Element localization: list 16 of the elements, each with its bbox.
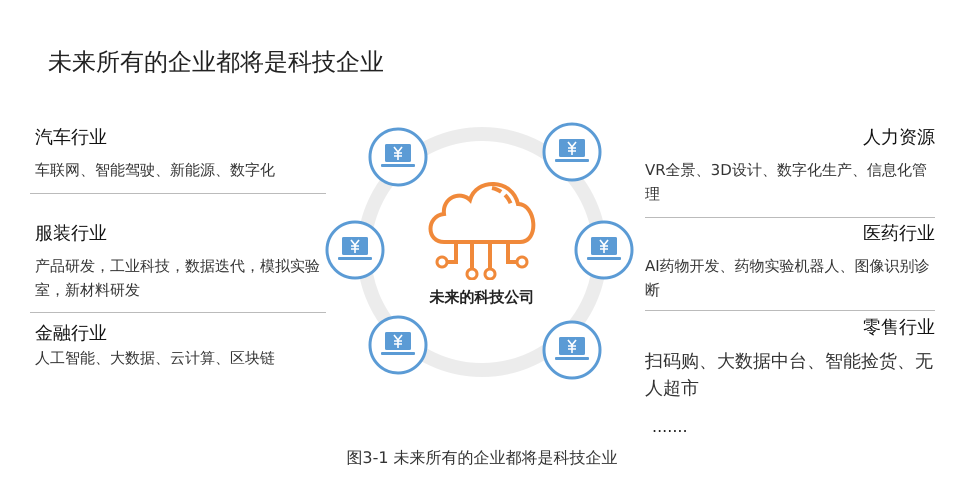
section-text: AI药物开发、药物实验机器人、图像识别诊断 [645, 256, 931, 301]
section-text: 车联网、智能驾驶、新能源、数字化 [35, 160, 276, 181]
title: 未来所有的企业都将是科技企业 [48, 47, 384, 78]
section-text: 产品研发，工业科技，数据迭代，模拟实验室，新材料研发 [35, 256, 321, 301]
section-heading: 医药行业 [862, 222, 935, 246]
node-label: 未来的科技公司 [428, 287, 536, 308]
section-text: VR全景、3D设计、数字化生产、信息化管理 [645, 160, 928, 205]
section-heading: 汽车行业 [35, 126, 108, 150]
ellipsis-text: ....... [652, 416, 688, 438]
section-text: 扫码购、大数据中台、智能捡货、无人超市 [645, 350, 934, 401]
section-heading: 人力资源 [862, 126, 935, 150]
caption: 图3-1 未来所有的企业都将是科技企业 [345, 447, 619, 469]
section-heading: 服装行业 [35, 222, 108, 246]
section-text: 人工智能、大数据、云计算、区块链 [35, 348, 276, 369]
section-heading: 金融行业 [35, 322, 108, 346]
section-heading: 零售行业 [862, 316, 935, 340]
